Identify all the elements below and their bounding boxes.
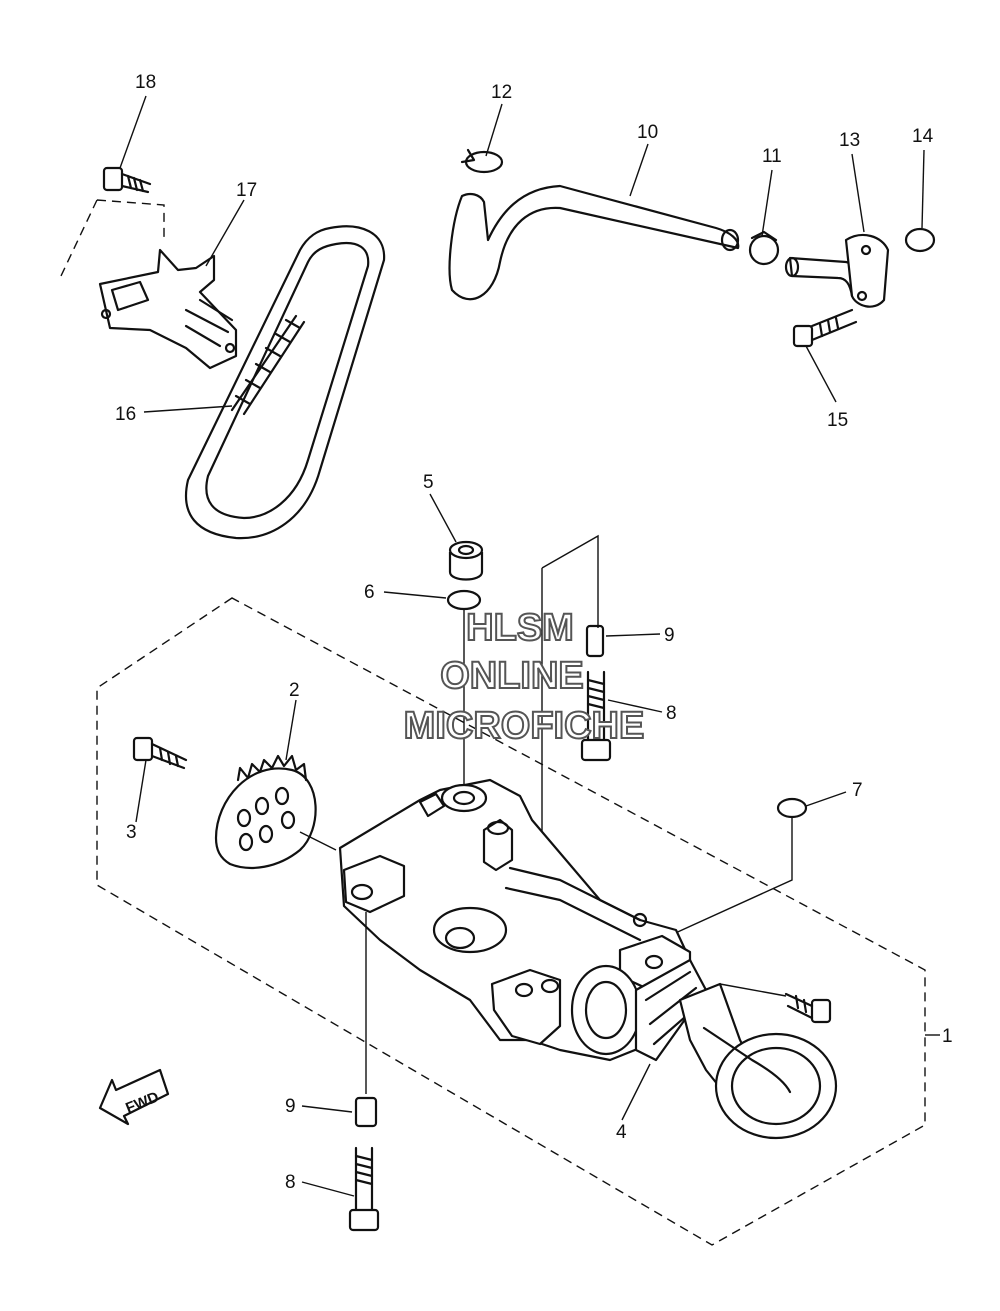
part-9-upper-dowel [585, 624, 605, 658]
part-12-clamp [460, 148, 504, 174]
callout-12: 12 [491, 82, 512, 103]
reference-bracket [541, 534, 599, 850]
part-3-bolt [132, 736, 188, 770]
callout-11: 11 [762, 146, 782, 167]
watermark-line-3: MICROFICHE [404, 705, 645, 747]
part-5-collar [448, 540, 484, 581]
leader-sprocket-to-pump [299, 831, 337, 851]
callout-16: 16 [115, 404, 136, 425]
part-11-clamp [748, 230, 780, 266]
part-4-strainer [634, 958, 838, 1140]
callout-13: 13 [839, 130, 860, 151]
watermark: HLSM ONLINE MICROFICHE [403, 606, 646, 748]
part-14-o-ring [904, 227, 936, 253]
callout-17: 17 [236, 180, 257, 201]
oil-pump-body [338, 778, 692, 1062]
callout-4: 4 [616, 1122, 627, 1143]
callout-9-lower: 9 [285, 1096, 296, 1117]
part-8-lower-bolt [348, 1146, 380, 1232]
part-8-upper-bolt [580, 670, 612, 762]
watermark-line-1: HLSM [466, 607, 574, 649]
part-16-timing-chain [184, 225, 386, 540]
callout-9-upper: 9 [664, 625, 675, 646]
leader-o-ring-to-pump [659, 818, 793, 941]
callout-1: 1 [942, 1026, 953, 1047]
leader-bolt-to-strainer [719, 983, 787, 997]
callout-2: 2 [289, 680, 300, 701]
part-9-lower-dowel [354, 1096, 378, 1128]
callout-leaders [119, 95, 925, 1197]
part-6-o-ring [446, 589, 482, 611]
fwd-arrow-icon: FWD [98, 1068, 170, 1126]
callout-18: 18 [135, 72, 156, 93]
callout-10: 10 [637, 122, 658, 143]
strainer-bolt [784, 992, 832, 1024]
part-18-bolt [102, 166, 152, 194]
part-18-dash-box [59, 199, 165, 279]
callout-8-upper: 8 [666, 703, 677, 724]
part-2-sprocket [214, 754, 317, 870]
part-17-chain-guide [98, 248, 238, 370]
callout-3: 3 [126, 822, 137, 843]
part-10-hose [448, 184, 740, 301]
callout-7: 7 [852, 780, 863, 801]
assembly-boundary [96, 597, 926, 1246]
callout-6: 6 [364, 582, 375, 603]
callout-14: 14 [912, 126, 934, 147]
part-15-bolt [792, 308, 858, 348]
part-7-o-ring [776, 797, 808, 819]
callout-5: 5 [423, 472, 434, 493]
watermark-line-2: ONLINE [440, 655, 584, 697]
callout-15: 15 [827, 410, 848, 431]
callout-8-lower: 8 [285, 1172, 296, 1193]
part-13-pipe-flange [784, 233, 890, 308]
